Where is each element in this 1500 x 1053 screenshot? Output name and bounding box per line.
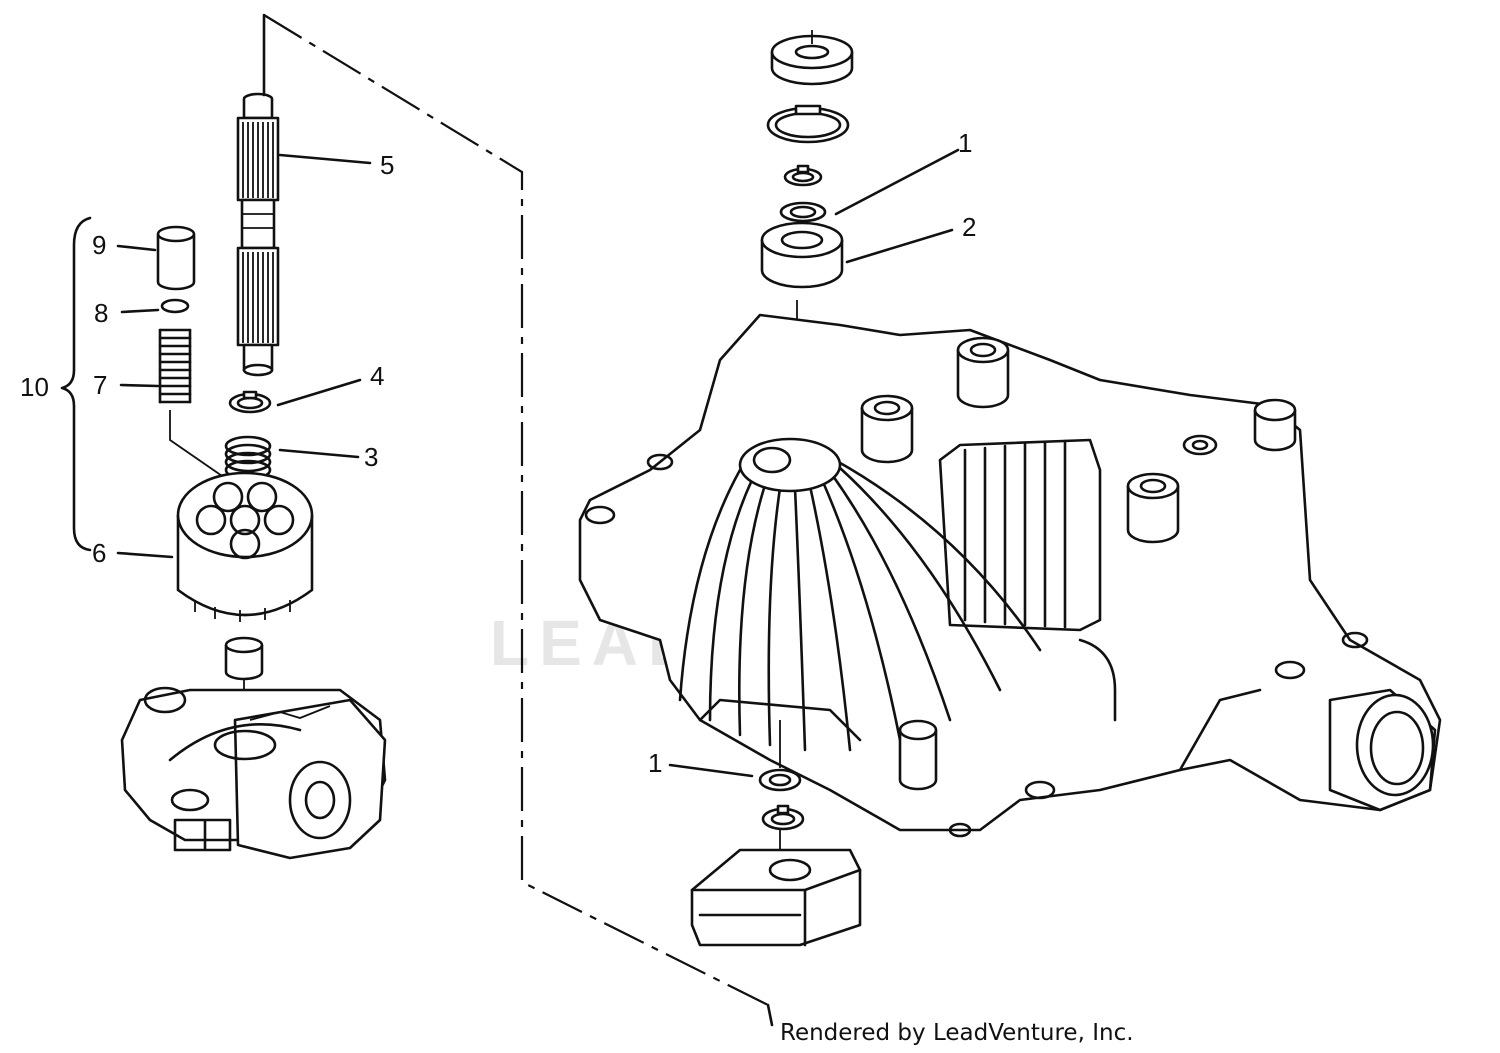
group-brace xyxy=(60,216,92,552)
retaining-ring-4 xyxy=(228,390,272,414)
center-section xyxy=(120,686,387,860)
callout-leaders xyxy=(116,148,960,778)
spring-7 xyxy=(158,328,192,404)
housing-bosses xyxy=(584,336,1369,838)
pump-shaft xyxy=(236,92,280,377)
small-clip xyxy=(783,164,823,187)
callout-1-upper: 1 xyxy=(958,128,972,158)
callout-7: 7 xyxy=(93,370,107,400)
callout-4: 4 xyxy=(370,361,384,391)
axle-tube xyxy=(1328,688,1437,812)
seal-1-lower xyxy=(758,768,802,792)
callout-6: 6 xyxy=(92,538,106,568)
bypass-block xyxy=(690,848,862,947)
assembly-dash-line xyxy=(262,13,774,1027)
callout-5: 5 xyxy=(380,150,394,180)
piston-9 xyxy=(156,225,196,291)
bearing-2 xyxy=(760,221,844,289)
callout-2: 2 xyxy=(962,212,976,242)
callout-9: 9 xyxy=(92,230,106,260)
cylinder-block-6 xyxy=(176,471,314,622)
callout-3: 3 xyxy=(364,442,378,472)
callout-1-lower: 1 xyxy=(648,748,662,778)
bearing-sleeve xyxy=(224,636,264,681)
ring-8 xyxy=(160,298,190,314)
callout-8: 8 xyxy=(94,298,108,328)
callout-10: 10 xyxy=(20,372,49,402)
credit-text: Rendered by LeadVenture, Inc. xyxy=(780,1020,1134,1046)
seal-1-upper xyxy=(779,201,827,223)
top-washer xyxy=(770,34,854,86)
pump-assembly xyxy=(120,92,387,860)
lower-clip xyxy=(761,804,805,831)
housing-assembly xyxy=(578,30,1442,947)
transaxle-housing xyxy=(578,313,1442,838)
snap-ring xyxy=(766,104,850,144)
